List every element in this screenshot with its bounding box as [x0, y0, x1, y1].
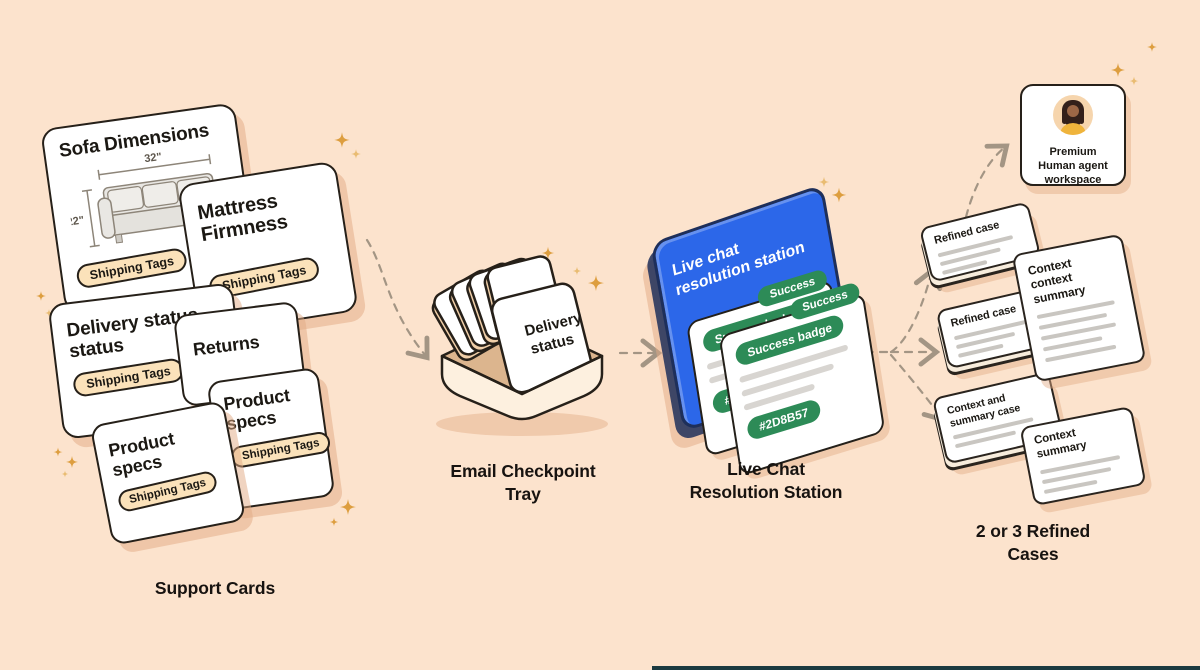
shipping-tag-pill: Shipping Tags — [74, 246, 189, 290]
context-context-summary-card: Context context summary — [1011, 233, 1147, 383]
agent-avatar — [1053, 95, 1093, 135]
arrow-case-to-premium — [964, 143, 1010, 219]
premium-line3: workspace — [1044, 174, 1102, 187]
email-tray-label-line2: Tray — [505, 484, 541, 505]
shipping-tag-pill: Shipping Tags — [71, 356, 186, 398]
station-label-line2: Resolution Station — [689, 482, 843, 503]
arrow-branch-up — [889, 266, 943, 354]
station-label: Live Chat Resolution Station — [646, 458, 886, 505]
premium-line1: Premium — [1049, 146, 1097, 158]
arrow-cards-to-tray — [365, 238, 430, 361]
support-cards-label: Support Cards — [154, 578, 276, 598]
refined-cases-label: 2 or 3 Refined Cases — [938, 520, 1128, 567]
refined-label-line1: 2 or 3 Refined — [975, 521, 1091, 541]
premium-line2: Human agent — [1038, 160, 1108, 173]
email-tray-label-line1: Email Checkpoint — [450, 461, 596, 481]
sofa-height-label: 22" — [66, 215, 85, 229]
card-title: Mattress Firmness — [196, 190, 290, 247]
card-title: Product specs — [222, 385, 292, 435]
premium-workspace-text: Premium Human agent workspace — [1022, 145, 1124, 187]
premium-workspace-card: Premium Human agent workspace — [1020, 84, 1126, 186]
email-tray-label: Email Checkpoint Tray — [413, 460, 633, 507]
station-label-line1: Live Chat — [727, 459, 805, 479]
bottom-edge-bar — [652, 666, 1200, 670]
support-card-product-specs-left: Product specs Shipping Tags — [89, 400, 247, 546]
card-title: Returns — [191, 331, 261, 360]
email-checkpoint-tray-illustration: Delivery status — [431, 255, 608, 436]
shipping-tag-pill: Shipping Tags — [229, 430, 333, 470]
refined-label-line2: Cases — [1007, 544, 1059, 565]
refcard-title: Context and summary case — [945, 392, 1022, 430]
sofa-width-label: 32" — [144, 151, 163, 165]
refcard-title: Context context summary — [1026, 255, 1087, 307]
